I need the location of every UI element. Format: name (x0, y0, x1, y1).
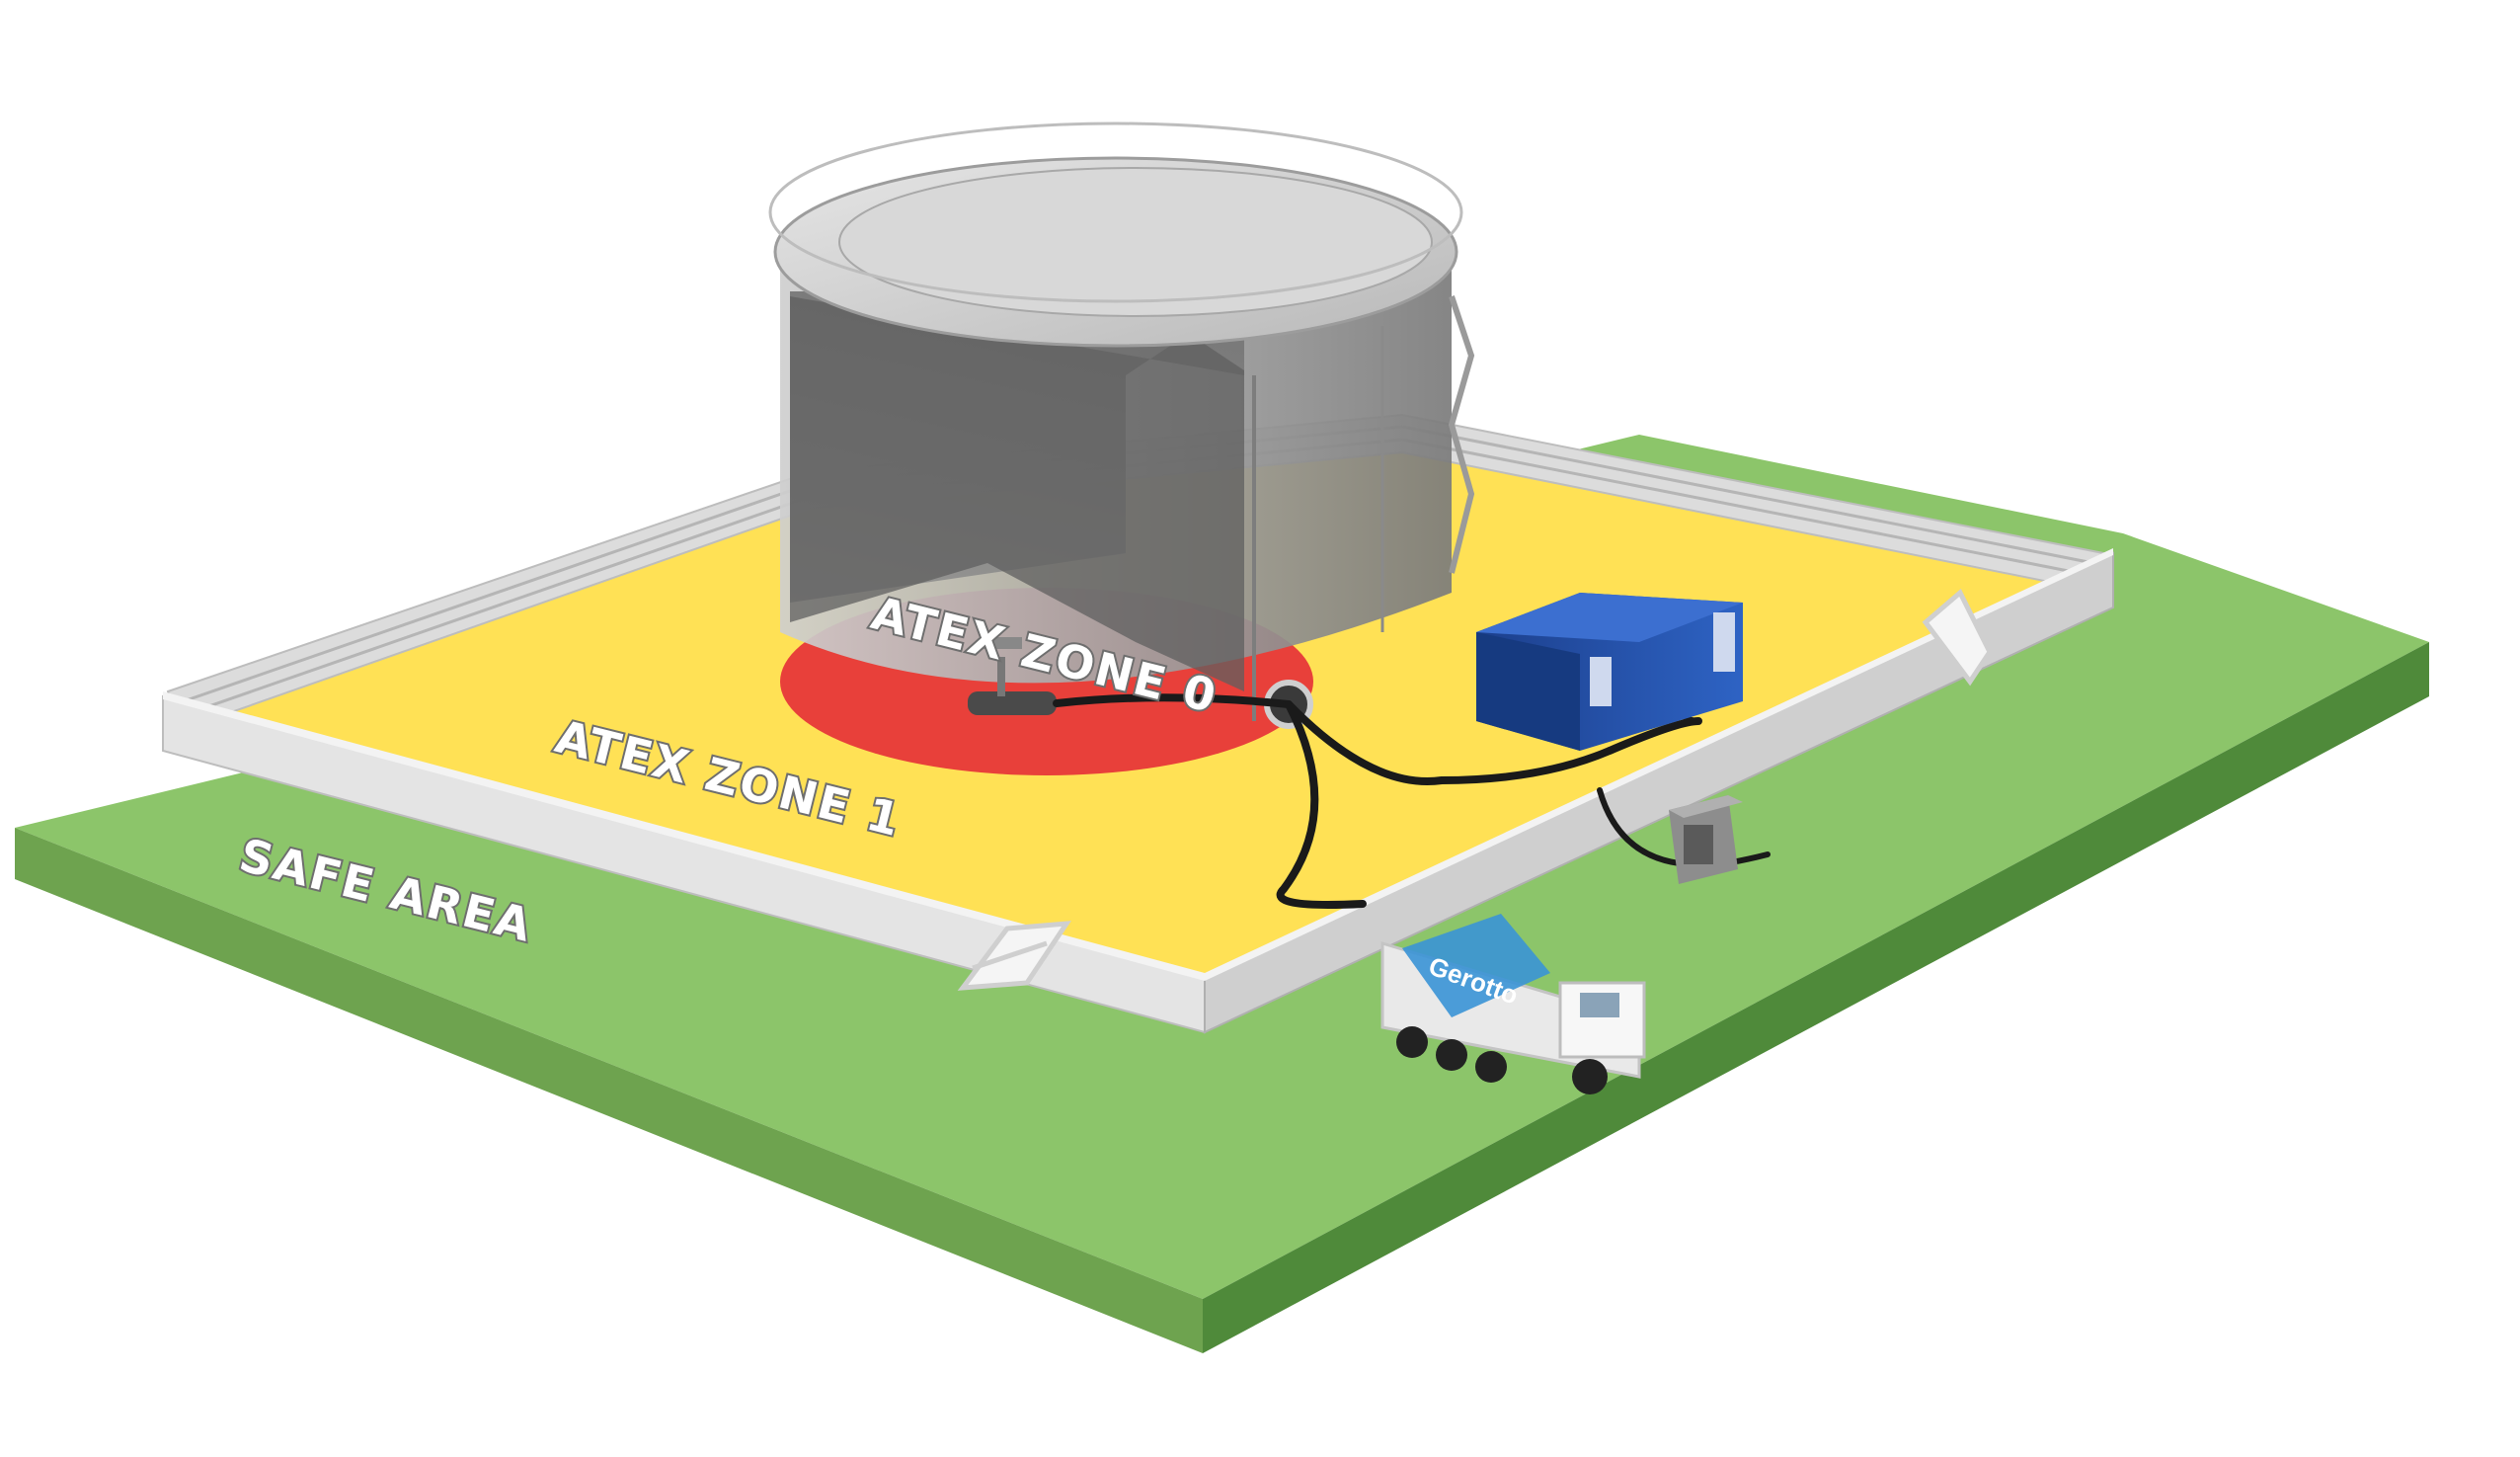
dike-stairs-right (1922, 589, 1993, 687)
dike-stairs-front (957, 921, 1071, 991)
storage-tank (768, 121, 1475, 721)
vacuum-truck: Gerotto (1380, 914, 1646, 1094)
robot-crawler (968, 637, 1057, 715)
dike-wall-front (162, 548, 2114, 1034)
control-container (1476, 593, 1743, 751)
power-cabinet (1669, 795, 1743, 884)
hoses (1053, 688, 1771, 909)
